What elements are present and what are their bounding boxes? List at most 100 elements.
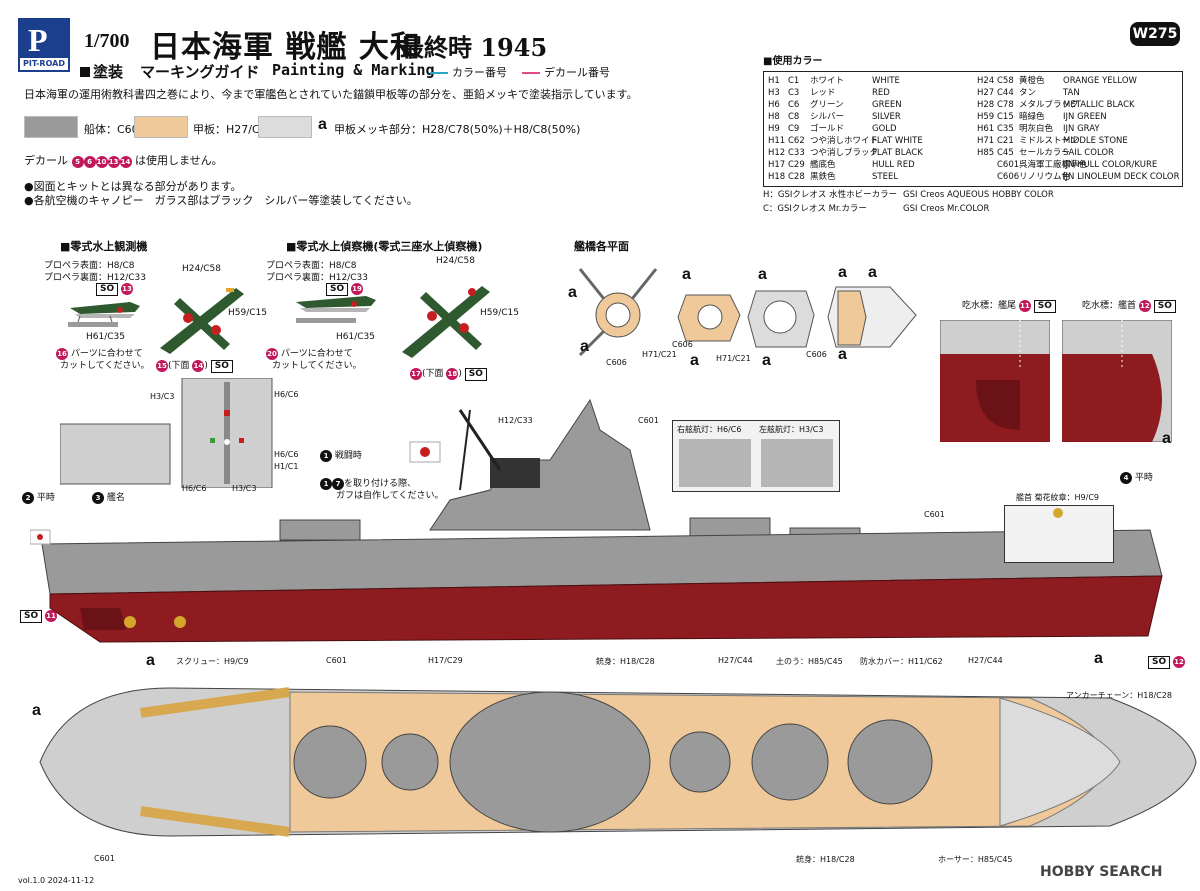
bullet-note: ●各航空機のキャノピー ガラス部はブラック シルバー等塗装してください。 <box>24 194 418 207</box>
a-marker: a <box>868 264 877 281</box>
decal-number: 6 <box>83 156 96 168</box>
bow-draft-label: 吃水標：艦首 12 SO <box>1082 298 1176 313</box>
so-mark: SO 12 <box>1148 656 1186 669</box>
hull-color-callout: C601 <box>924 510 945 519</box>
page-title: 日本海軍 戦艦 大和 <box>150 30 421 65</box>
watermark: HOBBY SEARCH <box>1040 864 1163 880</box>
waterproof-cover-label: 防水カバー：H11/C62 <box>860 657 943 666</box>
decal-number: 5 <box>71 156 84 168</box>
a-marker: a <box>580 338 589 355</box>
a-marker: a <box>682 266 691 283</box>
color-table-heading: ■使用カラー <box>763 56 823 67</box>
bridge-level-4 <box>827 286 917 348</box>
plane-gray-color: H61/C35 <box>336 332 375 342</box>
flag-note-2: ガフは自作してください。 <box>336 491 444 501</box>
decal-number: 14 <box>119 156 132 168</box>
plane-top-color: H24/C58 <box>436 256 475 266</box>
decal-number: 10 <box>95 156 108 168</box>
scale-label: 1/700 <box>84 30 130 52</box>
guide-title: マーキングガイド <box>140 63 260 81</box>
observation-plane-drawing <box>68 288 244 354</box>
deck-color-label: 甲板：H27/C44 <box>193 123 274 136</box>
port-light-label: 左舷航灯：H3/C3 <box>759 425 824 434</box>
mast-insets <box>60 378 273 488</box>
deck-color-swatch <box>134 116 188 138</box>
prop-front-color: プロペラ表面：H8/C8 <box>44 261 135 271</box>
obs-plane-side <box>68 302 140 327</box>
a-marker: a <box>146 652 155 669</box>
starboard-light-label: 右舷航灯：H6/C6 <box>677 425 742 434</box>
hull-red-callout: H17/C29 <box>428 656 463 665</box>
square-bullet-icon <box>80 67 90 77</box>
cut-note-2: カットしてください。 <box>272 361 362 371</box>
bridge-plans-title: 艦橋各平面 <box>574 240 629 253</box>
bow-crest-inset <box>1004 505 1114 563</box>
deck-color-callout: H27/C44 <box>718 656 753 665</box>
logo-letter: P <box>28 22 48 58</box>
cut-note: 16 パーツに合わせて <box>56 348 143 360</box>
bullet-note: ●図面とキットとは異なる部分があります。 <box>24 180 242 193</box>
hull-color-callout: C601 <box>638 416 659 425</box>
bridge-color-h71: H71/C21 <box>716 354 751 363</box>
a-marker: a <box>568 284 577 301</box>
logo-brand: PIT-ROAD <box>20 58 68 70</box>
hull-color-swatch <box>24 116 78 138</box>
plane-side-color: H59/C15 <box>228 308 267 318</box>
recon-plane-drawing <box>296 286 490 358</box>
hawser-color-label: ホーサー：H85/C45 <box>938 855 1013 864</box>
hull-color-label: 船体：C601 <box>84 123 146 136</box>
decal-number: 13 <box>107 156 120 168</box>
underside-label: 15(下面 14) SO <box>156 358 233 373</box>
peacetime-flag-label: 2 平時 <box>22 490 55 504</box>
screw-color-label: スクリュー：H9/C9 <box>176 657 249 666</box>
so-mark: SO 19 <box>326 283 364 296</box>
ship-name-label: 3 艦名 <box>92 490 125 504</box>
pit-road-logo: P PIT-ROAD <box>18 18 70 72</box>
legend-decal-number: デカール番号 <box>522 64 610 80</box>
cut-note: 20 パーツに合わせて <box>266 348 353 360</box>
mast-color: H1/C1 <box>274 462 299 471</box>
bridge-level-3 <box>747 290 815 348</box>
mast-color: H6/C6 <box>274 450 299 459</box>
bridge-color-c606: C606 <box>806 350 827 359</box>
cut-note-2: カットしてください。 <box>60 361 150 371</box>
a-marker: a <box>758 266 767 283</box>
a-marker: a <box>690 352 699 369</box>
bridge-color-c606: C606 <box>606 358 627 367</box>
recon-plane-side <box>296 296 376 323</box>
recon-plane-top <box>402 286 490 358</box>
bow-draft-inset <box>1062 320 1172 442</box>
ship-top-view <box>39 687 1197 837</box>
chrysanthemum-crest-label: 艦首 菊花紋章：H9/C9 <box>1016 493 1100 502</box>
underside-label: 17(下面 18) SO <box>410 366 487 381</box>
deck-color-callout: H27/C44 <box>968 656 1003 665</box>
stern-draft-inset <box>940 320 1050 442</box>
sandbag-color-label: 土のう：H85/C45 <box>776 657 843 666</box>
plane-top-color: H24/C58 <box>182 264 221 274</box>
so-mark: SO 11 <box>20 610 58 623</box>
plane-gray-color: H61/C35 <box>86 332 125 342</box>
a-marker: a <box>762 352 771 369</box>
mast-color: H3/C3 <box>150 392 175 401</box>
hull-color-callout: C601 <box>94 854 115 863</box>
section-tag: 塗装 <box>80 61 123 82</box>
prop-back-color: プロペラ裏面：H12/C33 <box>266 273 368 283</box>
a-marker: a <box>32 702 41 719</box>
